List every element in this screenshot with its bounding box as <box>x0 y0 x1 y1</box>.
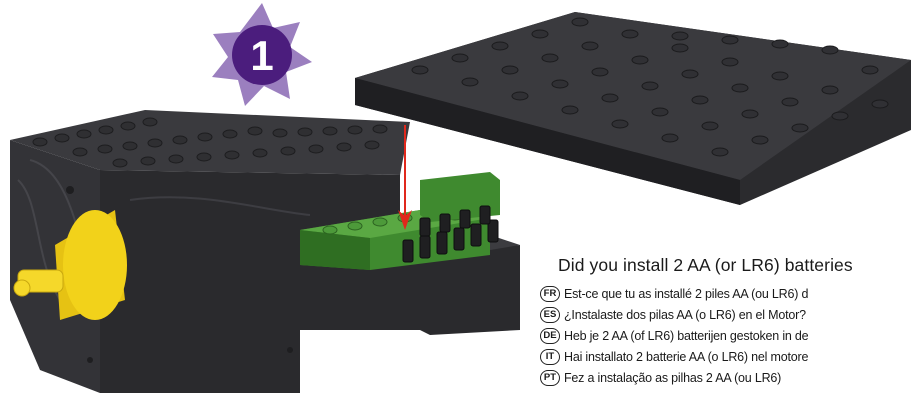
translation-text: Hai installato 2 batterie AA (o LR6) nel… <box>564 350 808 364</box>
translation-de: DE Heb je 2 AA (of LR6) batterijen gestok… <box>540 328 808 345</box>
translation-text: Fez a instalação as pilhas 2 AA (ou LR6) <box>564 371 781 385</box>
lang-code-pt: PT <box>540 370 560 386</box>
translation-text: Heb je 2 AA (of LR6) batterijen gestoken… <box>564 329 808 343</box>
translation-text: ¿Instalaste dos pilas AA (o LR6) en el M… <box>564 308 806 322</box>
step-star-icon: 1 <box>212 3 312 106</box>
translation-fr: FR Est-ce que tu as installé 2 piles AA (… <box>540 286 808 303</box>
lang-code-es: ES <box>540 307 560 323</box>
baseplate <box>355 12 911 205</box>
lang-code-de: DE <box>540 328 560 344</box>
lang-code-it: IT <box>540 349 560 365</box>
lang-code-fr: FR <box>540 286 560 302</box>
translation-pt: PT Fez a instalação as pilhas 2 AA (ou LR… <box>540 370 781 387</box>
translation-es: ES ¿Instalaste dos pilas AA (o LR6) en el… <box>540 307 806 324</box>
instruction-headline: Did you install 2 AA (or LR6) batteries <box>558 255 853 276</box>
translation-text: Est-ce que tu as installé 2 piles AA (ou… <box>564 287 808 301</box>
translation-it: IT Hai installato 2 batterie AA (o LR6) n… <box>540 349 808 366</box>
step-number: 1 <box>250 32 273 79</box>
